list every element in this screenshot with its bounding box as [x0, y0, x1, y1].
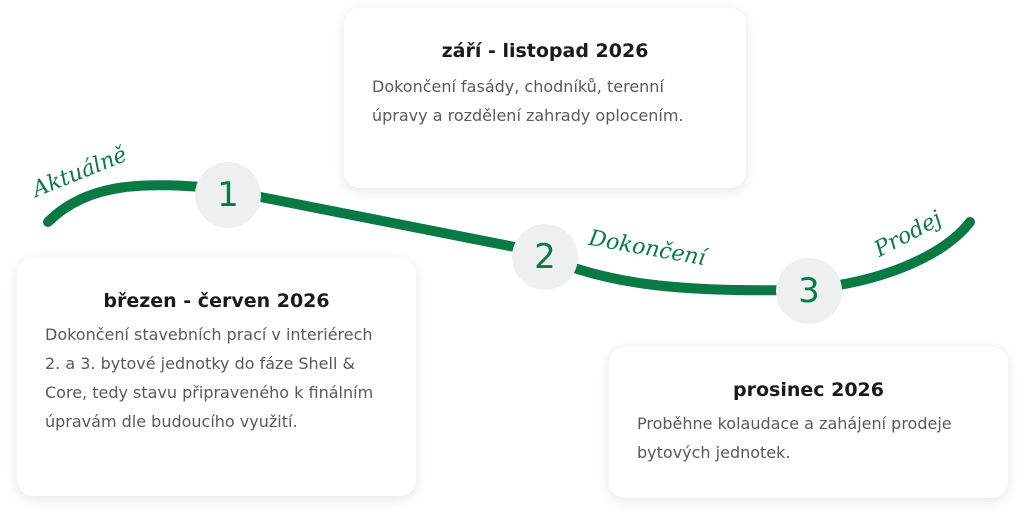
card-title: březen - červen 2026	[103, 290, 330, 312]
card-text: Dokončení fasády, chodníků, terenní úpra…	[372, 77, 684, 125]
step-circle-3: 3	[776, 258, 842, 324]
step-circle-2: 2	[512, 224, 578, 290]
card-text: Proběhne kolaudace a zahájení prodeje by…	[637, 414, 952, 462]
card-step-1: březen - červen 2026 Dokončení stavebníc…	[17, 258, 416, 496]
card-title: září - listopad 2026	[441, 40, 649, 62]
card-step-2: září - listopad 2026 Dokončení fasády, c…	[344, 8, 746, 188]
card-step-3: prosinec 2026 Proběhne kolaudace a zaháj…	[609, 347, 1008, 498]
card-text: Dokončení stavebních prací v interiérech…	[45, 325, 374, 431]
card-title: prosinec 2026	[732, 379, 885, 401]
step-circle-1: 1	[195, 162, 261, 228]
